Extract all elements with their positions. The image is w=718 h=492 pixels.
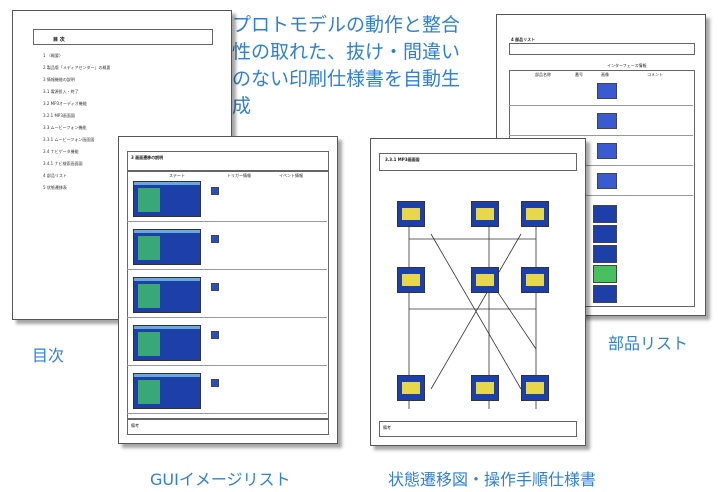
part-swatch: [593, 265, 617, 283]
parts-group-header: インターフェース情報: [607, 63, 647, 68]
gui-title: 3 画面遷移の説明: [131, 155, 164, 160]
toc-item: 1 〈概要〉: [43, 53, 63, 58]
parts-row-divider: [509, 135, 693, 136]
gui-table: [127, 171, 329, 419]
parts-col-no: 番号: [575, 72, 583, 77]
gui-row-divider: [127, 317, 327, 318]
toc-item: 3.4 ナビゲータ機能: [43, 149, 79, 154]
caption-toc: 目次: [32, 346, 65, 365]
state-node-panel: [402, 382, 420, 394]
gui-screen-thumbnail: [133, 325, 201, 361]
state-node: [397, 267, 425, 293]
screen-titlebar: [134, 278, 200, 281]
gui-col-state: ステート: [169, 173, 185, 178]
part-swatch: [593, 245, 617, 263]
part-thumbnail: [597, 83, 617, 99]
part-swatch: [593, 225, 617, 243]
toc-item: 3.2 MP3オーディオ機能: [43, 101, 87, 106]
gui-row-divider: [127, 365, 327, 366]
parts-list-document: 4 部品リスト インターフェース情報 部品名称 番号 画像 コメント: [496, 14, 706, 316]
caption-state: 状態遷移図・操作手順仕様書: [388, 470, 597, 489]
gui-header-box: [127, 151, 329, 171]
gui-row-divider: [127, 221, 327, 222]
state-node-panel: [402, 208, 420, 220]
state-header-box: [379, 153, 577, 171]
toc-item: 2 製品版「メディアセンター」の概要: [43, 65, 111, 70]
screen-panel: [138, 380, 160, 404]
state-node-panel: [526, 274, 544, 286]
state-node: [521, 375, 549, 401]
toc-item: 3.3 ムービーフォン機能: [43, 125, 87, 130]
state-node-panel: [402, 274, 420, 286]
state-node: [471, 375, 499, 401]
screen-titlebar: [134, 182, 200, 185]
toc-item: 3.3.1 ムービーフォン画面図: [43, 137, 95, 142]
parts-title: 4 部品リスト: [511, 37, 536, 42]
state-node: [521, 267, 549, 293]
screen-panel: [138, 284, 160, 308]
part-swatch: [593, 205, 617, 223]
parts-col-comment: コメント: [647, 72, 663, 77]
state-node: [471, 201, 499, 227]
trigger-icon: [211, 187, 219, 195]
caption-parts: 部品リスト: [608, 334, 689, 353]
toc-item: 3.2.1 MP3画面図: [43, 113, 75, 118]
state-node: [397, 375, 425, 401]
trigger-icon: [211, 331, 219, 339]
trigger-icon: [211, 379, 219, 387]
gui-row-divider: [127, 269, 327, 270]
state-transition-document: 3.3.1 MP3画面図 備考: [370, 138, 586, 446]
state-node: [397, 201, 425, 227]
gui-screen-thumbnail: [133, 277, 201, 313]
screen-titlebar: [134, 374, 200, 377]
caption-gui: GUIイメージリスト: [150, 470, 291, 489]
parts-row-divider: [509, 195, 693, 196]
part-thumbnail: [597, 143, 617, 159]
screen-panel: [138, 236, 160, 260]
part-swatch: [593, 285, 617, 303]
gui-screen-thumbnail: [133, 373, 201, 409]
parts-row-divider: [509, 165, 693, 166]
state-node-panel: [526, 382, 544, 394]
toc-title: 目 次: [53, 37, 65, 43]
state-title: 3.3.1 MP3画面図: [385, 157, 420, 162]
state-node: [521, 201, 549, 227]
gui-col-event: イベント情報: [279, 173, 303, 178]
toc-header-box: [33, 29, 213, 45]
gui-row-divider: [127, 413, 327, 414]
state-node: [471, 267, 499, 293]
toc-item: 4 部品リスト: [43, 173, 67, 178]
screen-titlebar: [134, 230, 200, 233]
screen-panel: [138, 332, 160, 356]
trigger-icon: [211, 235, 219, 243]
state-node-panel: [526, 208, 544, 220]
state-node-panel: [476, 208, 494, 220]
part-thumbnail: [597, 173, 617, 189]
part-thumbnail: [597, 113, 617, 129]
parts-header-box: [509, 43, 695, 55]
toc-item: 3.1 電源投入・終了: [43, 89, 79, 94]
parts-col-name: 部品名称: [535, 72, 551, 77]
screen-titlebar: [134, 326, 200, 329]
parts-row-divider: [509, 105, 693, 106]
gui-footer: 備考: [131, 423, 139, 428]
gui-screen-thumbnail: [133, 229, 201, 265]
toc-item: 5 状態遷移表: [43, 185, 67, 190]
parts-col-img: 画像: [601, 72, 609, 77]
toc-item: 3.4.1 ナビ検索画面図: [43, 161, 83, 166]
gui-screen-thumbnail: [133, 181, 201, 217]
toc-item: 3 情報機能の説明: [43, 77, 75, 82]
gui-image-list-document: 3 画面遷移の説明 ステート トリガー情報 イベント情報 備考: [118, 136, 338, 444]
gui-col-trigger: トリガー情報: [227, 173, 251, 178]
state-footer: 備考: [383, 425, 391, 430]
state-footer-box: [379, 421, 577, 437]
screen-panel: [138, 188, 160, 212]
description-text: プロトモデルの動作と整合性の取れた、抜け・間違いのない印刷仕様書を自動生成: [232, 14, 461, 117]
gui-footer-box: [127, 419, 329, 435]
state-node-panel: [476, 382, 494, 394]
state-node-panel: [476, 274, 494, 286]
trigger-icon: [211, 283, 219, 291]
